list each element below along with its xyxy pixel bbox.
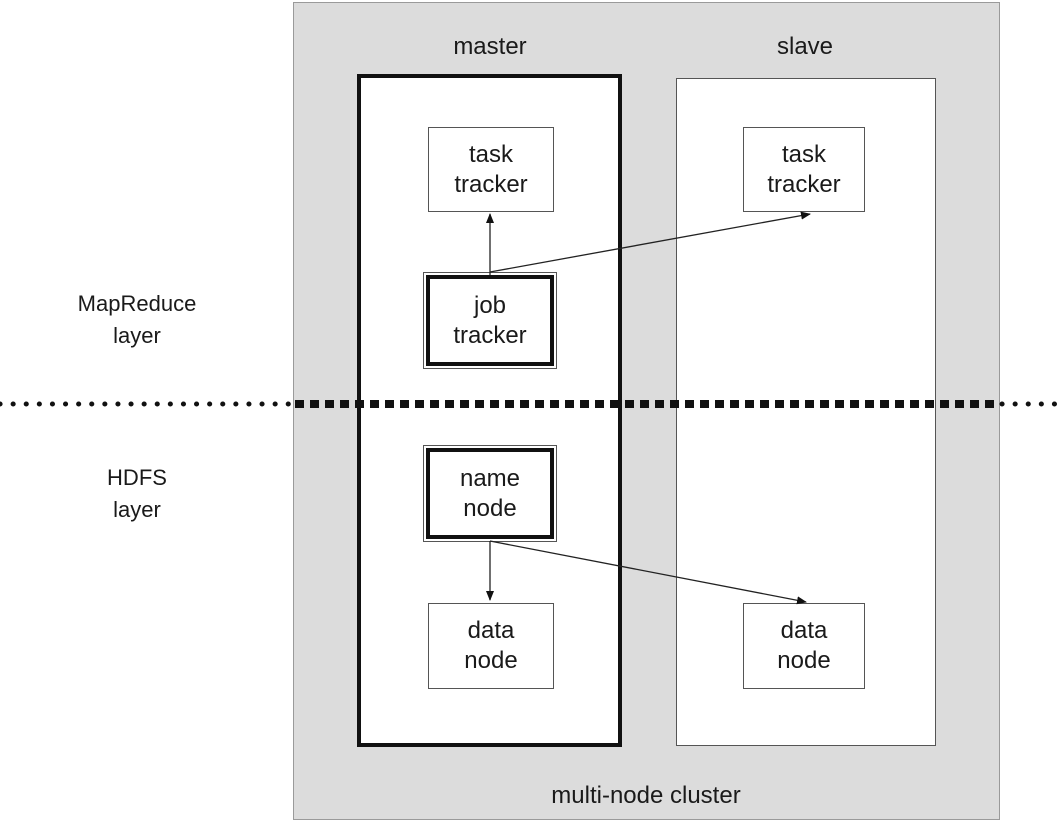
master-name-node: name node (423, 445, 557, 542)
master-data-node-line1: data (467, 617, 515, 644)
master-data-node: data node (428, 603, 554, 689)
slave-task-tracker-line1: task (781, 140, 826, 168)
master-job-tracker-line2: tracker (453, 321, 527, 349)
slave-heading: slave (776, 33, 834, 60)
mapreduce-layer-line2: layer (113, 323, 161, 348)
master-task-tracker: task tracker (428, 127, 554, 212)
arrow-job-to-slave-task (489, 211, 811, 273)
hdfs-layer-label: HDFS layer (37, 462, 237, 526)
mapreduce-layer-line1: MapReduce (77, 291, 197, 316)
slave-data-node: data node (743, 603, 865, 689)
master-heading: master (453, 33, 527, 60)
slave-data-node-line2: node (777, 647, 831, 674)
slave-task-tracker-line2: tracker (767, 170, 841, 198)
master-job-tracker: job tracker (423, 272, 557, 369)
master-name-node-line1: name (459, 464, 521, 492)
hdfs-layer-line1: HDFS (107, 465, 167, 490)
hdfs-layer-line2: layer (113, 497, 161, 522)
master-task-tracker-line1: task (468, 140, 513, 168)
master-task-tracker-line2: tracker (454, 170, 528, 198)
slave-task-tracker: task tracker (743, 127, 865, 212)
cluster-label: multi-node cluster (551, 782, 741, 809)
arrow-name-to-slave-data (489, 540, 807, 605)
master-job-tracker-line1: job (473, 291, 507, 319)
slave-data-node-line1: data (780, 617, 828, 644)
master-name-node-line2: node (463, 494, 517, 522)
mapreduce-layer-label: MapReduce layer (37, 288, 237, 352)
master-data-node-line2: node (464, 647, 518, 674)
